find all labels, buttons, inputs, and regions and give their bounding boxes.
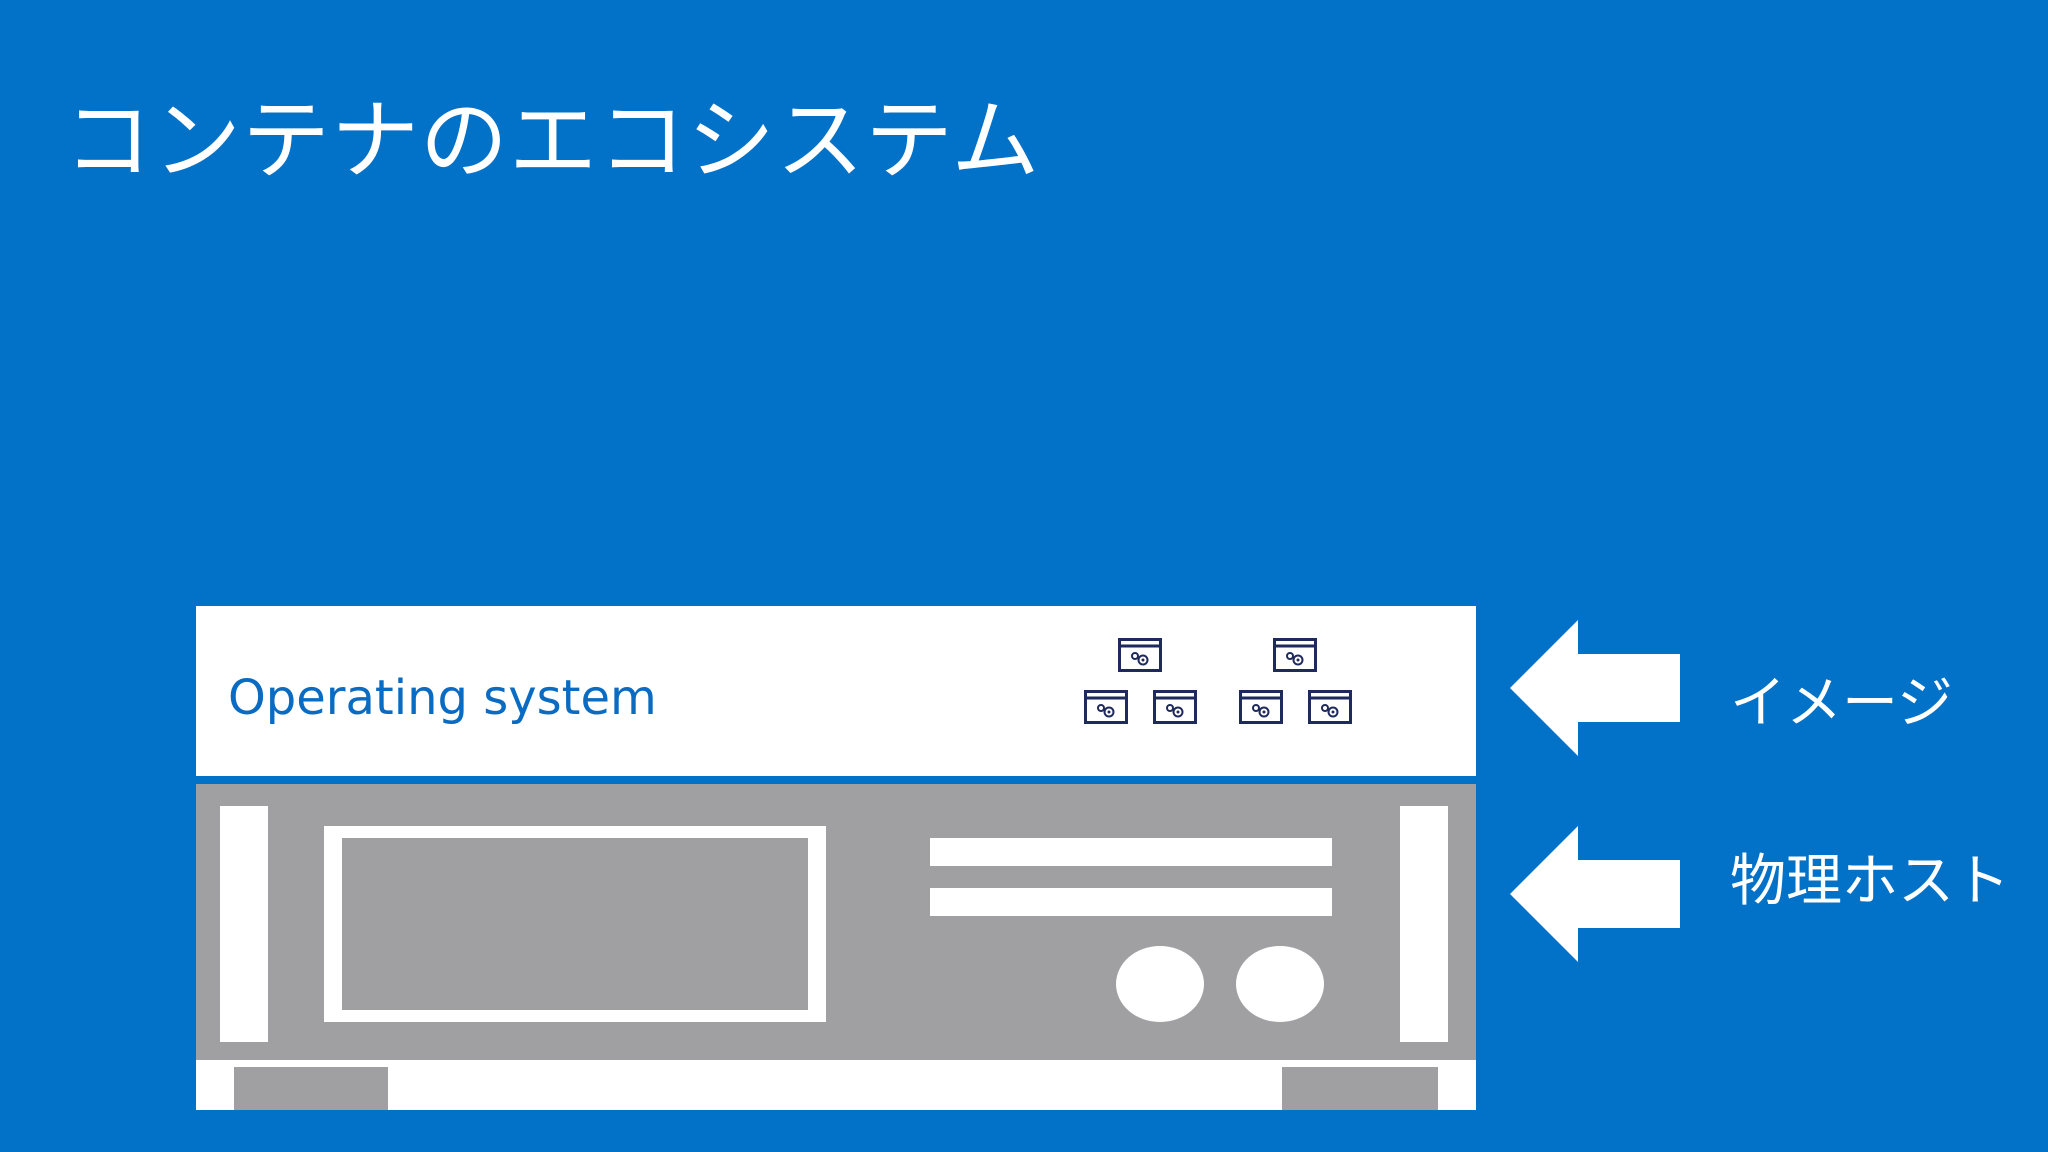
server-display-screen: [342, 838, 808, 1010]
container-image-icon: [1084, 690, 1128, 724]
left-arrow-icon: [1510, 620, 1680, 756]
server-foot: [234, 1067, 388, 1110]
container-image-icon: [1273, 638, 1317, 672]
container-image-icon: [1118, 638, 1162, 672]
container-image-icon: [1153, 690, 1197, 724]
left-rack-rail: [220, 806, 268, 1042]
server-knob: [1116, 946, 1204, 1022]
image-label: イメージ: [1730, 671, 1953, 736]
right-rack-rail: [1400, 806, 1448, 1042]
slide-title: コンテナのエコシステム: [64, 89, 1041, 192]
physical-host-server: [196, 784, 1476, 1110]
container-image-icon: [1308, 690, 1352, 724]
os-layer-label: Operating system: [228, 670, 657, 726]
drive-bay-slot: [930, 838, 1332, 866]
server-base: [196, 1060, 1476, 1110]
server-foot: [1282, 1067, 1438, 1110]
server-knob: [1236, 946, 1324, 1022]
operating-system-layer: Operating system: [196, 606, 1476, 776]
container-image-icon: [1239, 690, 1283, 724]
server-display-panel: [324, 826, 826, 1022]
physical-host-label: 物理ホスト: [1730, 849, 2010, 914]
left-arrow-icon: [1510, 826, 1680, 962]
drive-bay-slot: [930, 888, 1332, 916]
